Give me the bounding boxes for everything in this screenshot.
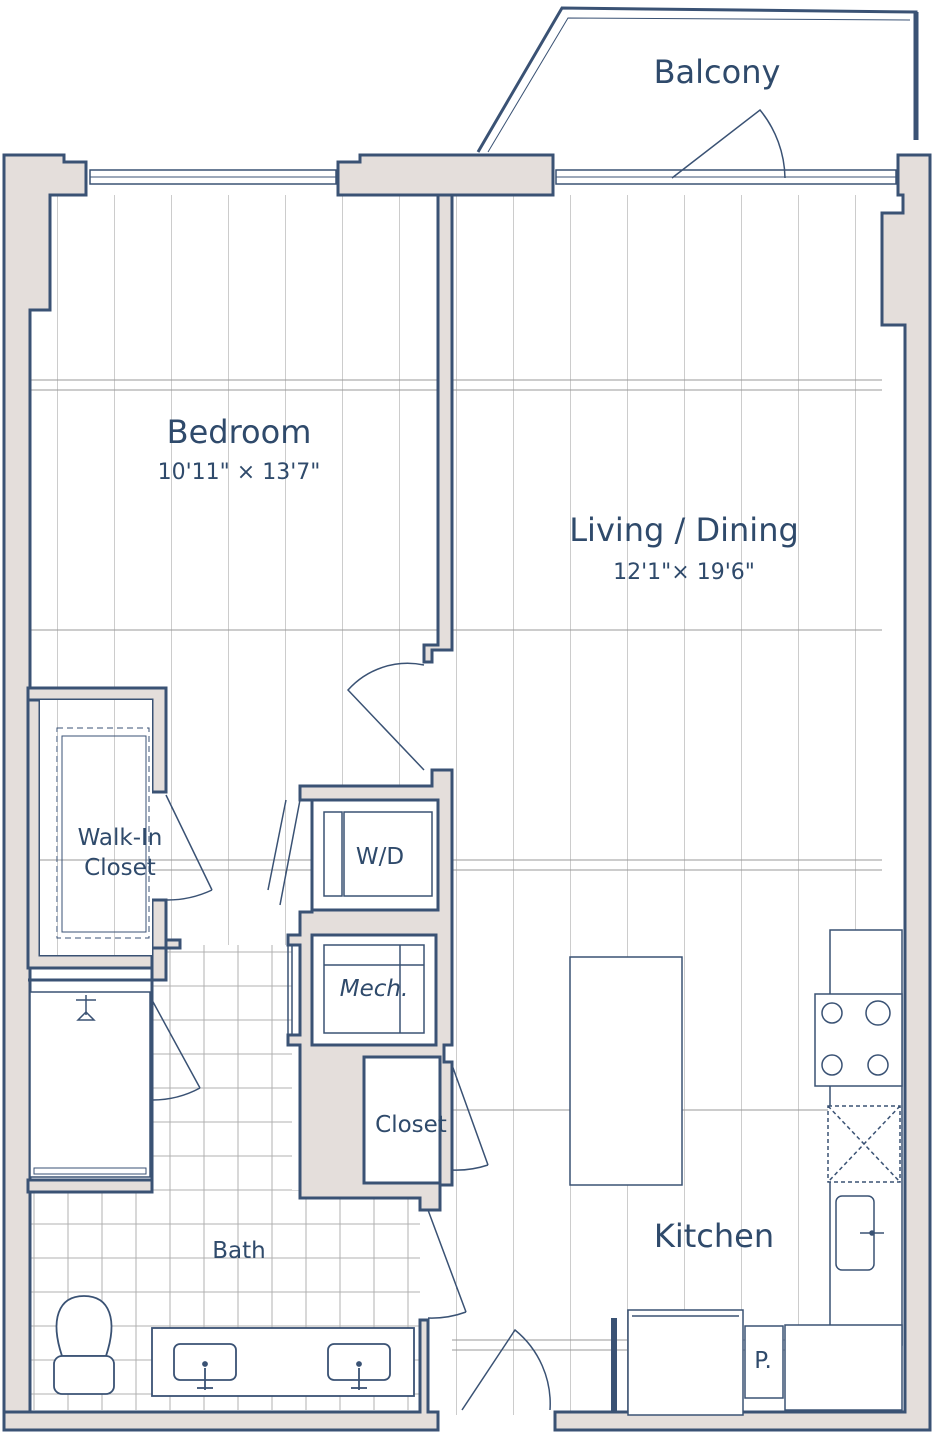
walk-in-closet bbox=[40, 700, 213, 955]
bedroom-dimensions: 10'11" × 13'7" bbox=[157, 460, 321, 485]
sink-icon bbox=[327, 1343, 391, 1390]
walk-in-closet-label-line1: Walk-In bbox=[77, 825, 163, 851]
appliances bbox=[323, 811, 433, 1034]
bedroom-floor bbox=[30, 195, 438, 945]
closet-label: Closet bbox=[375, 1112, 447, 1138]
walk-in-closet-label-line2: Closet bbox=[84, 855, 156, 881]
dishwasher bbox=[827, 1105, 901, 1183]
core-rooms bbox=[310, 798, 442, 1185]
living-floor bbox=[452, 195, 882, 1415]
living-dining-dimensions: 12'1"× 19'6" bbox=[613, 560, 755, 585]
cooktop-icon bbox=[814, 993, 903, 1087]
bath-fixtures bbox=[53, 1295, 415, 1397]
shower bbox=[29, 991, 201, 1178]
balcony-label: Balcony bbox=[653, 53, 781, 91]
kitchen-label: Kitchen bbox=[653, 1217, 775, 1255]
toilet-icon bbox=[53, 1295, 115, 1395]
kitchen-sink-icon bbox=[835, 1195, 884, 1271]
pantry-label: P. bbox=[754, 1348, 772, 1374]
dining-table bbox=[569, 956, 683, 1186]
sink-icon bbox=[173, 1343, 237, 1390]
doors bbox=[267, 662, 551, 1411]
shower-head-icon bbox=[76, 995, 96, 1021]
refrigerator bbox=[627, 1309, 744, 1416]
mech-label: Mech. bbox=[339, 976, 409, 1002]
bath-label: Bath bbox=[212, 1238, 266, 1264]
wd-label: W/D bbox=[355, 844, 405, 870]
exterior-walls bbox=[2, 153, 932, 1432]
kitchen-counter bbox=[627, 929, 903, 1416]
balcony bbox=[476, 6, 919, 179]
windows bbox=[89, 169, 897, 185]
living-dining-label: Living / Dining bbox=[569, 511, 799, 549]
bedroom-label: Bedroom bbox=[166, 413, 312, 451]
